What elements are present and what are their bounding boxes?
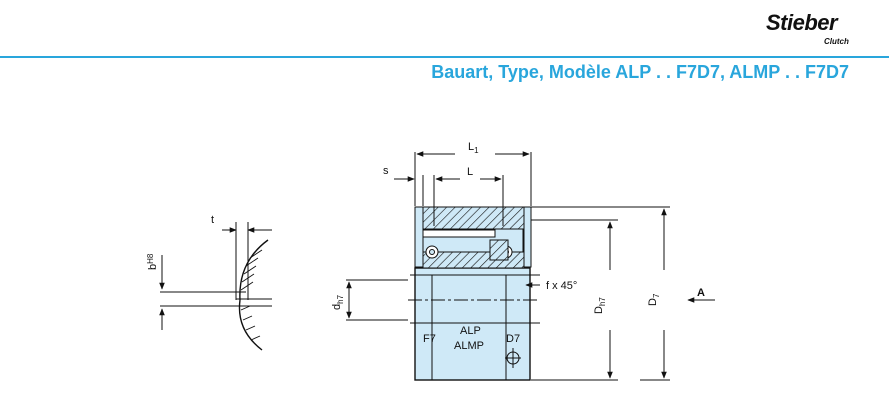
label-L1-main: L: [468, 141, 474, 153]
label-b: bH8: [146, 253, 159, 270]
label-d-sub: h7: [336, 294, 345, 303]
label-Dh-main: D: [593, 306, 605, 314]
label-d-main: d: [331, 304, 343, 310]
label-A: A: [697, 287, 705, 299]
label-model-alp: ALP: [460, 325, 481, 337]
label-b-main: b: [147, 264, 159, 270]
inner-ring-body: [414, 267, 531, 381]
label-b-sub: H8: [146, 253, 155, 264]
outer-ring: [419, 206, 529, 230]
clutch-section: [408, 206, 540, 381]
label-D-sub: 7: [652, 293, 661, 298]
stieber-logo: Stieber Clutch: [766, 10, 856, 52]
end-plate-right: [523, 206, 532, 268]
label-L1-sub: 1: [474, 146, 479, 155]
label-model-almp: ALMP: [454, 340, 484, 352]
label-Dh-sub: h7: [598, 297, 607, 306]
label-s: s: [383, 165, 389, 177]
label-Dh: Dh7: [593, 297, 607, 314]
brand-sub: Clutch: [824, 37, 849, 46]
label-chamfer: f x 45°: [546, 280, 577, 292]
label-D: D7: [647, 293, 661, 306]
label-d: dh7: [331, 294, 345, 310]
dimension-lines: [346, 151, 715, 381]
label-F7: F7: [423, 333, 436, 345]
label-L: L: [467, 166, 473, 178]
keyway-detail: [159, 222, 272, 351]
brand-name: Stieber: [766, 10, 838, 35]
header-rule: [0, 56, 889, 58]
label-t: t: [211, 214, 214, 226]
end-plate-left: [414, 206, 424, 268]
page-title: Bauart, Type, Modèle ALP . . F7D7, ALMP …: [431, 62, 849, 82]
label-D7: D7: [506, 333, 520, 345]
label-L1: L1: [468, 141, 479, 155]
label-D-main: D: [647, 298, 659, 306]
